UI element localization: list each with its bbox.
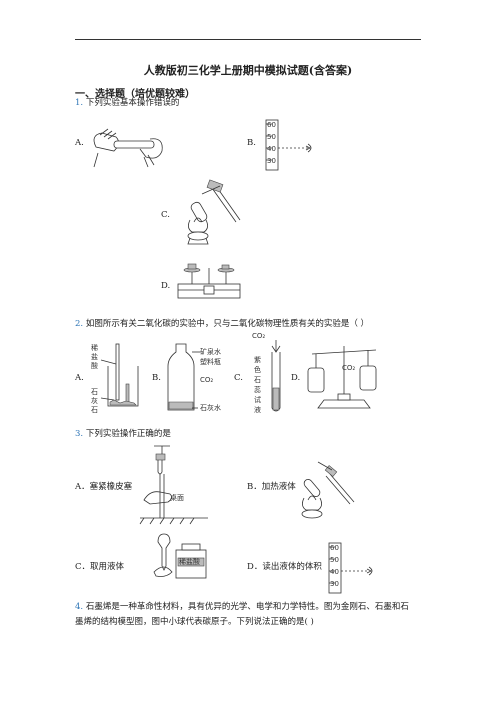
question-number: 4. (75, 602, 84, 612)
tick-label: 30 (267, 157, 276, 165)
option-a-text: A．塞紧橡皮塞 (75, 482, 133, 492)
eye-icon (305, 143, 312, 153)
option-a-label: A. (75, 373, 84, 383)
svg-text:稀: 稀 (91, 343, 98, 352)
question-text: 如图所示有关二氧化碳的实验中，只与二氧化碳物理性质有关的实验是（ ） (85, 319, 370, 329)
option-d-label: D. (291, 373, 301, 383)
option-d-text: D．读出液体的体积 (247, 562, 322, 572)
question-number: 1. (75, 98, 84, 108)
svg-text:色: 色 (254, 365, 261, 374)
question-number: 2. (75, 319, 84, 329)
svg-text:CO₂: CO₂ (200, 376, 213, 384)
litmus-tube-figure: CO₂ 紫 色 石 蕊 试 液 (252, 332, 281, 414)
svg-text:试: 试 (254, 395, 261, 404)
svg-text:蕊: 蕊 (254, 385, 261, 394)
svg-text:石: 石 (254, 376, 261, 384)
svg-text:石: 石 (91, 388, 98, 396)
co2-balance-figure: CO₂ (307, 346, 377, 409)
option-d-label: D. (161, 281, 171, 291)
test-tube-hands-figure (93, 128, 163, 168)
option-b-label: B. (152, 373, 161, 383)
svg-text:灰: 灰 (91, 396, 98, 405)
question-text: 下列实验操作正确的是 (85, 429, 171, 439)
option-c-label: C. (161, 210, 170, 220)
dropper-bottle-figure: 稀盐酸 (153, 533, 207, 579)
tick-label: 40 (267, 145, 276, 153)
eye-icon (366, 566, 373, 576)
svg-text:盐: 盐 (91, 352, 98, 361)
question-4: 4. 石墨烯是一种革命性材料，具有优异的光学、电学和力学特性。图为金刚石、石墨和… (75, 601, 409, 614)
svg-text:50: 50 (330, 556, 339, 564)
svg-text:矿泉水: 矿泉水 (200, 347, 221, 356)
svg-text:CO₂: CO₂ (252, 332, 265, 340)
option-b-text: B．加热液体 (247, 482, 296, 492)
svg-text:30: 30 (330, 580, 339, 588)
svg-text:CO₂: CO₂ (342, 364, 355, 372)
acid-beaker-figure: 稀 盐 酸 石 灰 石 (91, 343, 139, 414)
question-text: 石墨烯是一种革命性材料，具有优异的光学、电学和力学特性。图为金刚石、石墨和石 (85, 602, 409, 612)
question-2: 2. 如图所示有关二氧化碳的实验中，只与二氧化碳物理性质有关的实验是（ ） (75, 318, 369, 331)
question-1: 1. 下列实验基本操作错误的 (75, 97, 179, 110)
tick-label: 50 (267, 133, 276, 141)
question-4-continued: 墨烯的结构模型图，图中小球代表碳原子。下列说法正确的是( ) (75, 617, 314, 627)
question-3: 3. 下列实验操作正确的是 (75, 428, 171, 441)
option-a-label: A. (75, 138, 84, 148)
option-c-label: C. (234, 373, 243, 383)
svg-text:塑料瓶: 塑料瓶 (200, 357, 221, 366)
read-cylinder-figure: 60 50 40 30 (328, 542, 373, 594)
svg-text:60: 60 (330, 544, 339, 552)
option-b-label: B. (247, 138, 256, 148)
question-text: 下列实验基本操作错误的 (85, 98, 180, 108)
section-heading: 一、选择题（培优题较难） (75, 89, 195, 100)
tick-label: 60 (267, 121, 276, 129)
header-rule (75, 39, 421, 40)
stopper-desk-figure: 桌面 (139, 445, 208, 525)
svg-text:酸: 酸 (91, 361, 98, 370)
page-title: 人教版初三化学上册期中模拟试题(含答案) (143, 64, 353, 77)
svg-text:石: 石 (91, 406, 98, 414)
svg-text:紫: 紫 (254, 356, 261, 364)
balance-figure (177, 263, 241, 299)
heating-tube-figure (187, 179, 241, 245)
plastic-bottle-figure: 矿泉水 塑料瓶 CO₂ 石灰水 (167, 343, 221, 412)
question-number: 3. (75, 429, 84, 439)
svg-text:液: 液 (254, 405, 261, 414)
heating-liquid-figure (301, 461, 355, 519)
bottle-label: 稀盐酸 (179, 557, 200, 566)
svg-text:石灰水: 石灰水 (200, 403, 221, 412)
graduated-cylinder-figure: 60 50 40 30 (265, 119, 312, 171)
option-c-text: C．取用液体 (75, 562, 125, 572)
svg-text:40: 40 (330, 568, 339, 576)
desk-label: 桌面 (170, 493, 184, 502)
